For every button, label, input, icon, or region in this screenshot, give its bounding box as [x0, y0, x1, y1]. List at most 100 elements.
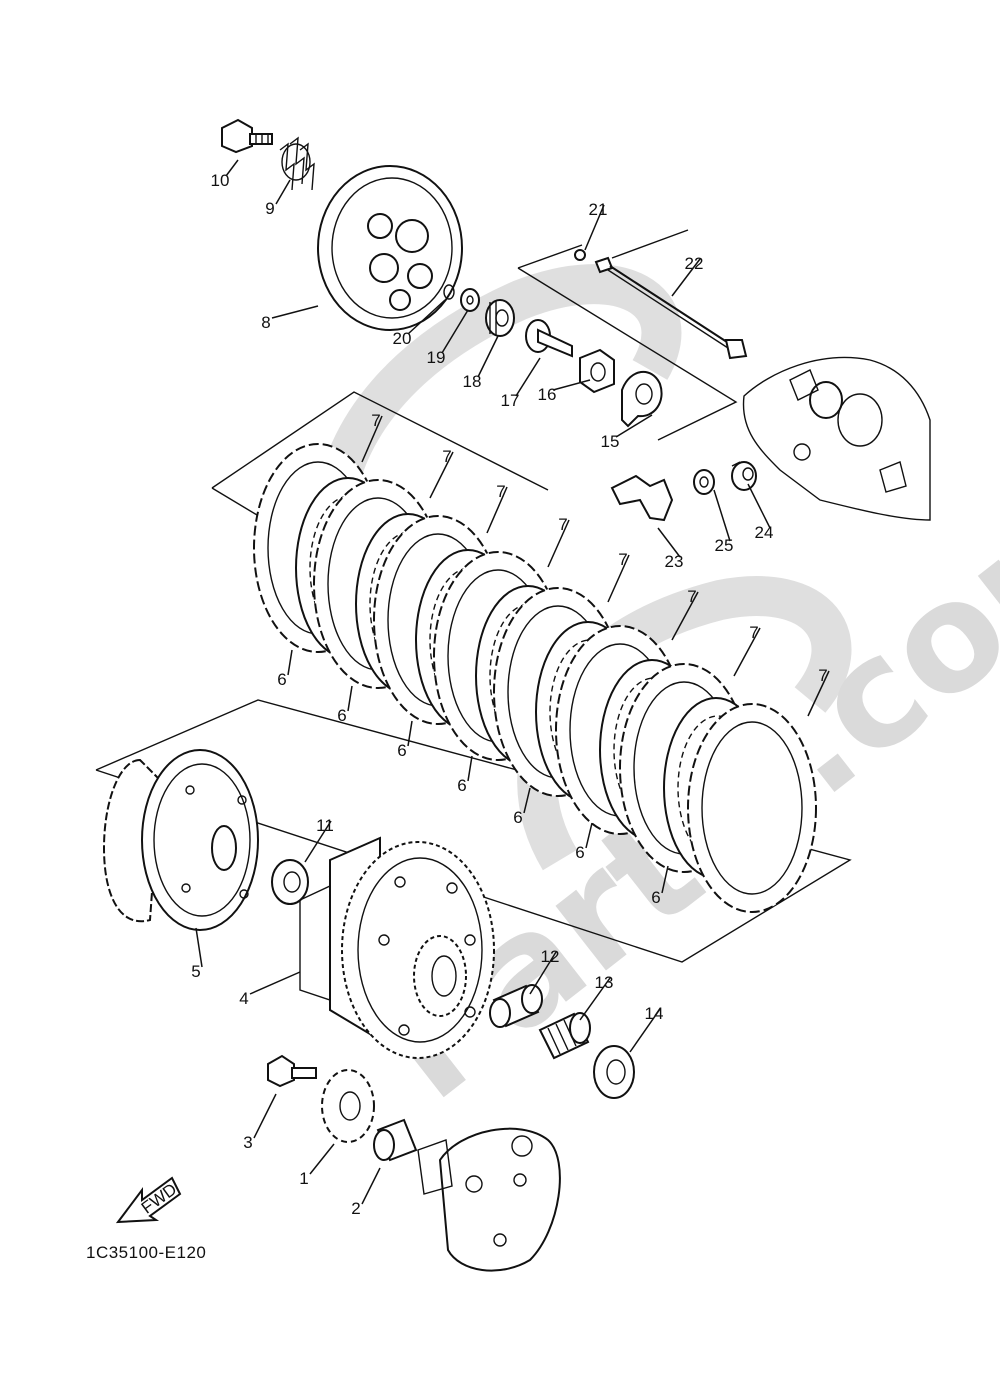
callout-number: 7 [687, 587, 696, 606]
callout-number: 19 [427, 348, 446, 367]
callout-number: 11 [316, 816, 334, 835]
callout-6: 6 [277, 649, 293, 689]
callout-number: 7 [371, 411, 380, 430]
callout-7: 7 [429, 447, 454, 499]
leader-line [407, 720, 413, 747]
part-13-needle-bearing [538, 1012, 591, 1060]
leader-line [607, 554, 630, 603]
callout-number: 12 [541, 947, 560, 966]
callout-24: 24 [747, 483, 773, 542]
callout-6: 6 [397, 720, 413, 760]
callout-number: 6 [457, 776, 466, 795]
callout-6: 6 [457, 755, 473, 795]
part-19-washer [460, 288, 480, 312]
crankcase-fragment [742, 356, 931, 521]
part-17-push-rod [525, 319, 573, 358]
callout-number: 14 [645, 1004, 664, 1023]
callout-25: 25 [713, 489, 733, 555]
leader-line [249, 971, 301, 995]
callout-number: 7 [749, 623, 758, 642]
leader-line [477, 335, 499, 378]
leader-line [579, 977, 611, 1021]
clutch-plate-stack [253, 443, 817, 913]
friction-plate [687, 703, 817, 913]
callout-14: 14 [629, 1004, 664, 1053]
leader-line [253, 1093, 277, 1139]
callout-15: 15 [601, 414, 653, 451]
callout-7: 7 [733, 623, 761, 677]
callout-6: 6 [513, 787, 531, 827]
leader-line [657, 527, 681, 558]
reference-box-upper [517, 229, 738, 441]
leader-line [347, 685, 353, 712]
part-11-washer [271, 859, 309, 905]
callout-8: 8 [261, 305, 319, 332]
reference-box-plates [95, 391, 852, 963]
leader-line [195, 927, 203, 968]
leader-line [304, 820, 332, 863]
part-18-bearing [485, 299, 515, 337]
callout-number: 7 [496, 482, 505, 501]
leader-line [361, 415, 383, 463]
part-2-collar [373, 1118, 418, 1162]
callout-number: 13 [595, 973, 614, 992]
leader-line [713, 489, 731, 542]
leader-line [671, 258, 701, 297]
part-12-spacer [489, 984, 543, 1028]
callout-number: 6 [575, 843, 584, 862]
callout-number: 6 [651, 888, 660, 907]
callout-number: 10 [211, 171, 230, 190]
leader-line [287, 649, 293, 676]
part-3-bolt [267, 1054, 317, 1088]
callout-22: 22 [671, 254, 703, 297]
part-25-seal [693, 469, 715, 495]
leader-line [671, 591, 699, 641]
part-16-nut [579, 348, 615, 394]
callout-7: 7 [607, 550, 630, 603]
callout-number: 7 [558, 515, 567, 534]
callout-19: 19 [427, 309, 469, 367]
callout-number: 15 [601, 432, 620, 451]
leader-line [275, 179, 291, 205]
callout-17: 17 [501, 357, 541, 410]
callout-7: 7 [807, 666, 830, 717]
leader-line [615, 414, 653, 438]
leader-line [552, 379, 591, 391]
callout-number: 7 [618, 550, 627, 569]
callout-18: 18 [463, 335, 499, 391]
callout-10: 10 [211, 159, 239, 190]
callout-12: 12 [529, 947, 560, 995]
callout-16: 16 [538, 379, 591, 404]
leader-line [429, 451, 454, 499]
callout-21: 21 [584, 200, 607, 251]
callout-number: 3 [243, 1133, 252, 1152]
part-9-spring [279, 136, 315, 191]
callout-6: 6 [575, 822, 593, 862]
leader-line [733, 627, 761, 677]
leader-line [467, 755, 473, 782]
part-20-circlip [443, 284, 455, 300]
part-24-needle-bearing [731, 461, 757, 491]
callout-number: 6 [397, 741, 406, 760]
callout-number: 23 [665, 552, 684, 571]
leader-line [361, 1167, 381, 1205]
callout-7: 7 [361, 411, 383, 463]
leader-line [585, 822, 593, 849]
callout-number: 17 [501, 391, 520, 410]
callout-number: 2 [351, 1199, 360, 1218]
callout-number: 20 [393, 329, 412, 348]
callout-23: 23 [657, 527, 684, 571]
part-23-push-lever [610, 474, 674, 522]
callout-number: 6 [513, 808, 522, 827]
callout-9: 9 [265, 179, 291, 218]
part-21-ball [574, 249, 586, 261]
callout-20: 20 [393, 299, 446, 348]
part-4-clutch-housing [299, 836, 495, 1059]
callout-7: 7 [671, 587, 699, 641]
leader-line [547, 519, 570, 568]
callout-5: 5 [191, 927, 203, 981]
callout-13: 13 [579, 973, 614, 1021]
leader-line [271, 305, 319, 319]
callout-6: 6 [651, 865, 669, 907]
leader-line [661, 865, 669, 894]
